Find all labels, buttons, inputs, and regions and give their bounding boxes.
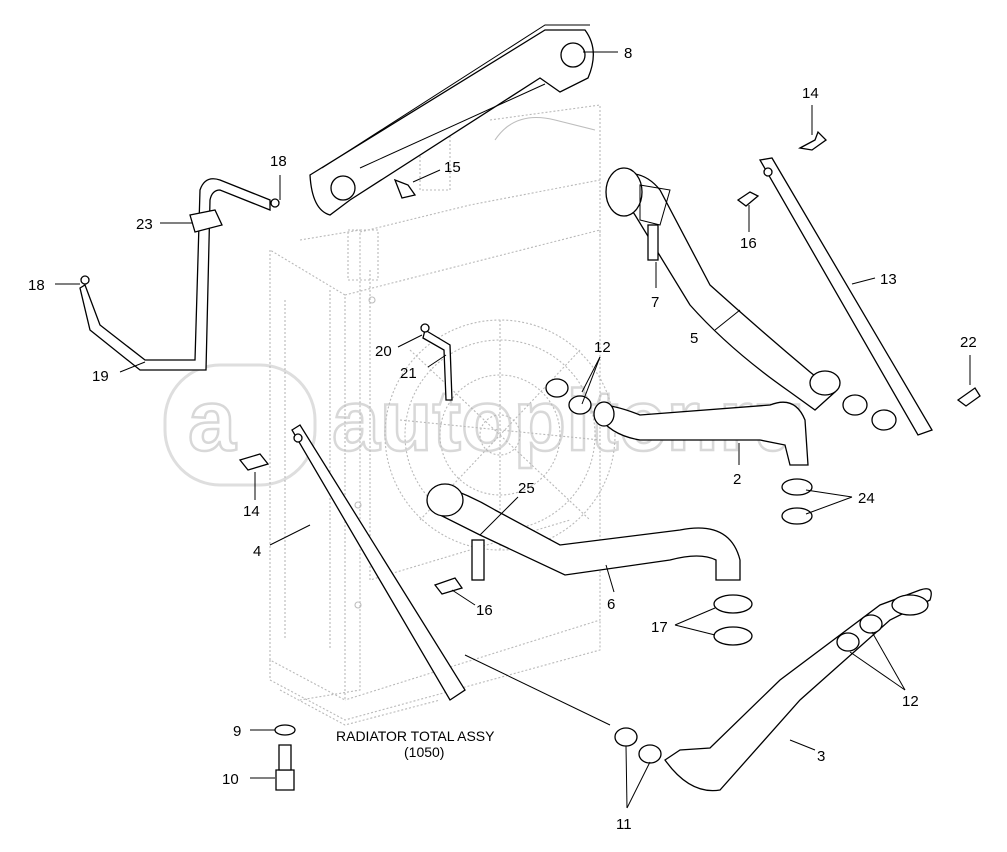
lower-hose	[426, 483, 741, 581]
assembly-code: (1050)	[404, 744, 444, 760]
hose-clamps	[545, 378, 897, 764]
callout-8: 8	[624, 45, 632, 62]
callout-14-left: 14	[243, 503, 260, 520]
callout-10: 10	[222, 771, 239, 788]
middle-hose	[593, 401, 809, 466]
callout-12-lower: 12	[902, 693, 919, 710]
callout-13: 13	[880, 271, 897, 288]
callout-4: 4	[253, 543, 261, 560]
assembly-title: RADIATOR TOTAL ASSY	[336, 728, 495, 744]
callout-labels: 8 14 18 15 23 16 18 7 13 5 22 20 12 19 2…	[28, 45, 977, 833]
bottom-hose	[664, 588, 932, 792]
callout-7: 7	[651, 294, 659, 311]
callout-9: 9	[233, 723, 241, 740]
callout-23: 23	[136, 216, 153, 233]
callout-2: 2	[733, 471, 741, 488]
callout-15: 15	[444, 159, 461, 176]
callout-12-upper: 12	[594, 339, 611, 356]
callout-5: 5	[690, 330, 698, 347]
top-bracket	[309, 24, 594, 216]
callout-14-top: 14	[802, 85, 819, 102]
breather-tube	[79, 178, 271, 371]
callout-16-bottom: 16	[476, 602, 493, 619]
callout-3: 3	[817, 748, 825, 765]
callout-18-left: 18	[28, 277, 45, 294]
callout-6: 6	[607, 596, 615, 613]
callout-22: 22	[960, 334, 977, 351]
callout-11: 11	[616, 816, 632, 833]
leader-lines	[55, 51, 971, 809]
fasteners	[80, 130, 981, 791]
callout-24: 24	[858, 490, 875, 507]
callout-17: 17	[651, 619, 668, 636]
callout-20: 20	[375, 343, 392, 360]
callout-16-right: 16	[740, 235, 757, 252]
callout-21: 21	[400, 365, 417, 382]
support-rods	[291, 157, 933, 701]
callout-19: 19	[92, 368, 109, 385]
watermark-logo-letter: a	[188, 373, 237, 469]
tube-21	[422, 328, 453, 401]
callout-25: 25	[518, 480, 535, 497]
upper-hose	[605, 167, 841, 411]
callout-18-top: 18	[270, 153, 287, 170]
